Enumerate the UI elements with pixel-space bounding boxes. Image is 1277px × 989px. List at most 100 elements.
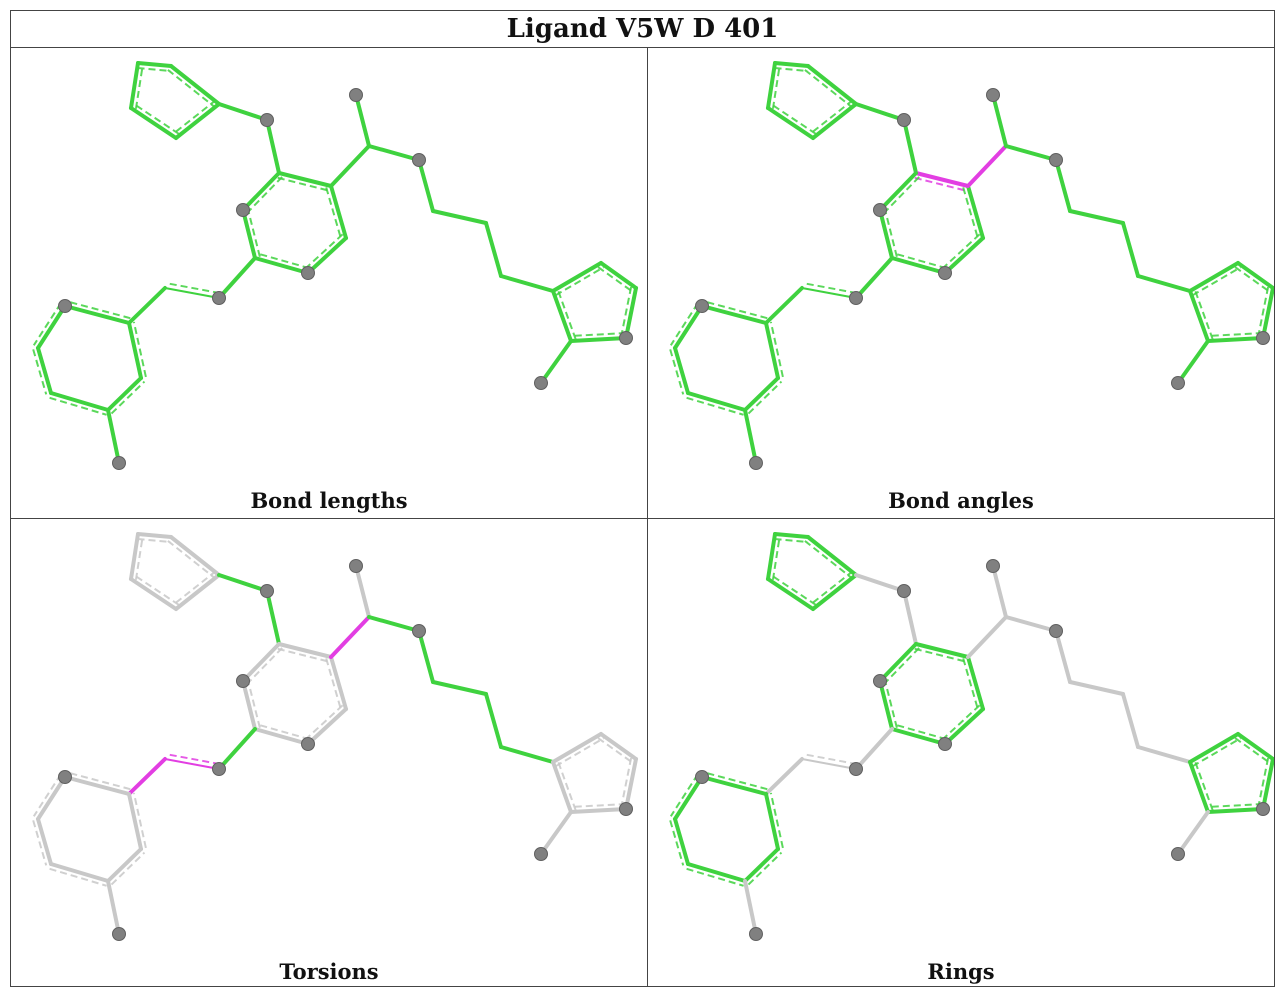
bond-b2-b3 [673,775,704,821]
bond-cA-cB [1054,158,1072,213]
bond-b6-b1 [764,792,780,851]
bond-b3-b4 [36,817,53,866]
bond-dash-c5e-c5a [556,288,577,340]
bond-b5-me3 [743,408,758,465]
atom-r1f [236,674,250,688]
atom-s2 [212,762,226,776]
molecule-torsions [32,532,638,941]
bond-dash-b3-b4 [32,820,48,866]
bond-r1f-r1a [878,171,918,212]
bond-b1-b2 [63,304,131,325]
bond-r1f-r1a [241,642,281,683]
bond-dash-c5e-c5a [1193,288,1214,340]
bond-dash-c2-c3 [804,69,854,109]
bond-ch-me [354,564,371,619]
bond-cD-c5a [499,745,555,764]
bond-dash-c5-c1 [771,63,781,109]
bond-r1b-r1c [966,655,985,711]
atom-c5d [619,331,633,345]
figure-title: Ligand V5W D 401 [11,11,1274,48]
caption-torsions: Torsions [279,959,379,984]
bond-dash-c5c-c5d [1257,757,1270,809]
molecule-bond-lengths [32,61,638,470]
bond-b2-b3 [673,304,704,350]
bond-dash-r1e-r1f [883,208,898,258]
bond-c3-c4 [811,573,858,611]
bond-r1e-r1f [878,679,894,731]
atom-s1 [897,584,911,598]
bond-r1d-r1e [890,256,947,275]
bond-ch-cA [1004,615,1058,633]
bond-dash-b1-b2 [703,771,768,791]
bond-dash-b2-b3 [32,302,62,346]
bond-dash-r1c-r1d [303,233,344,271]
bond-cA-cB [417,158,435,213]
bond-s1-r1a [265,118,281,175]
bond-dash-c1-c2 [137,66,171,72]
bond-ch-cA [367,144,421,162]
caption-bond-angles: Bond angles [888,488,1034,513]
bond-b1-b2 [700,304,768,325]
bond-c5a-c5b [1188,732,1240,764]
bond-dash-c3-c4 [172,99,217,135]
bond-c5-c1 [766,532,777,581]
bond-dash-b4-b5 [49,867,107,887]
atom-cA [1049,624,1063,638]
bond-n1-b1 [764,286,804,325]
bond-b3-b4 [673,817,690,866]
bond-cB-cC [1068,209,1125,225]
bond-dash-r1c-r1d [940,704,981,742]
bond-r1b-ch [966,615,1008,659]
validation-figure: Ligand V5W D 401 Bond lengths Bond angle… [10,10,1275,987]
bond-b5-b6 [743,847,780,883]
bond-cD-c5a [499,274,555,293]
bond-dash-c2-c3 [804,540,854,580]
bond-r1c-r1d [306,707,348,746]
bond-dash-b6-b1 [769,792,784,849]
bond-r1e-r1f [241,208,257,260]
bond-b5-b6 [106,376,143,412]
bond-b6-b1 [764,321,780,380]
bond-dash-c5b-c5c [597,737,634,764]
bond-c4-c5 [766,106,815,140]
bond-dash-b6-b1 [132,321,147,378]
bond-n1-b1 [127,757,167,796]
bond-n1-b1 [764,757,804,796]
atom-me3 [749,456,763,470]
bond-cA-cB [1054,629,1072,684]
bond-c3-c4 [174,573,221,611]
bond-r1e-r1f [878,208,894,260]
bond-dash-b1-b2 [703,300,768,320]
bond-b5-b6 [743,376,780,412]
bond-dash-c5a-c5b [555,266,605,297]
bond-dash-c5a-c5b [1192,737,1242,768]
atom-cA [1049,153,1063,167]
atom-s2 [849,762,863,776]
bond-r1f-r1a [878,642,918,683]
atom-r1f [873,203,887,217]
bond-dash-c1-c2 [774,66,808,72]
bond-dash-c5c-c5d [1257,286,1270,338]
bond-dash-c5-c1 [134,534,144,580]
atom-r1d [301,266,315,280]
bond-r1e-s2 [854,256,894,300]
atom-s1 [260,113,274,127]
bond-c4-c5 [766,577,815,611]
atom-me3 [112,927,126,941]
bond-n1-b1 [127,286,167,325]
bond-b4-b5 [49,391,110,412]
bond-r1d-r1e [253,256,310,275]
bond-cB-cC [431,680,488,696]
bond-b5-me3 [106,879,121,936]
bond-dash-c5d-c5e [1207,803,1263,809]
bond-cA-cB [417,629,435,684]
bond-dash-c2-c3 [167,69,217,109]
bond-dash-b4-b5 [686,396,744,416]
bond-c5-c1 [766,61,777,110]
bond-dash-b5-b6 [110,380,146,415]
bond-b6-b1 [127,792,143,851]
bond-c5d-c5e [1206,336,1265,343]
bond-r1e-r1f [241,679,257,731]
bond-dash-b5-b6 [747,380,783,415]
bond-r1f-r1a [241,171,281,212]
